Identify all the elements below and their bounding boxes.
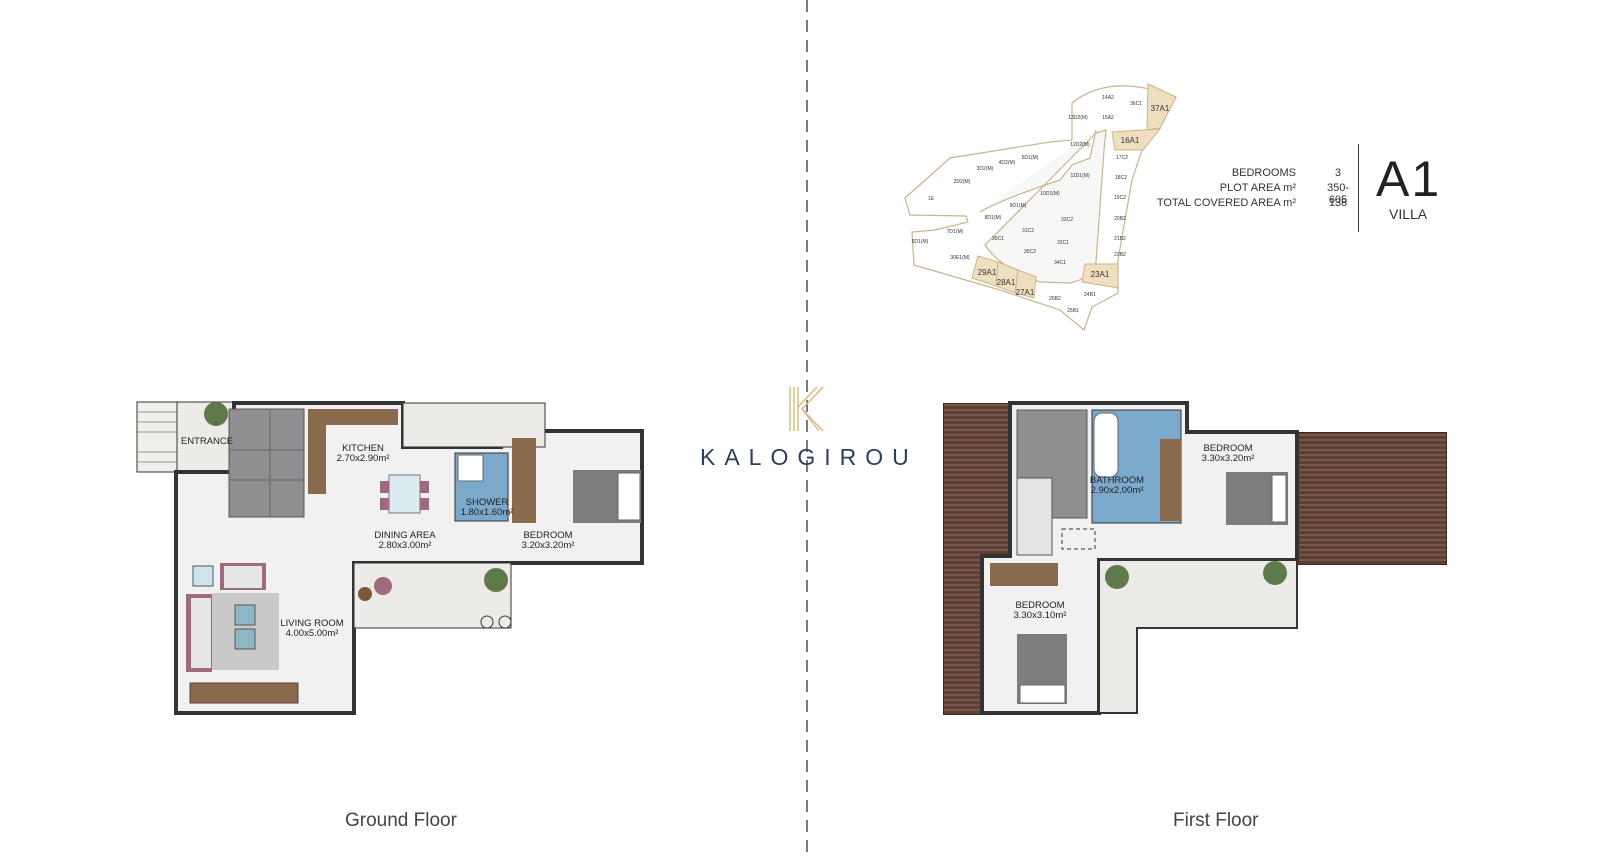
room-size-dining: 2.80x3.00m²: [379, 540, 432, 551]
bedroom-wardrobe: [990, 563, 1058, 586]
staircase: [228, 408, 305, 518]
plot-label: 15A2: [1102, 115, 1114, 121]
plot-label: 31C2: [1022, 228, 1034, 234]
room-size-living: 4.00x5.00m²: [286, 628, 339, 639]
room-label-entrance: ENTRANCE: [181, 436, 233, 447]
plot-label: 36C1: [1130, 101, 1142, 107]
plot-label: 35C2: [1024, 249, 1036, 255]
plot-label: 8D1(M): [985, 215, 1002, 221]
first-floor-title: First Floor: [1173, 810, 1259, 831]
plot-label: 26B2: [1049, 296, 1061, 302]
plot-label: 3D2(M): [977, 166, 994, 172]
room-size-shower: 1.80x1.60m²: [461, 507, 514, 518]
plot-label: 11D1(M): [1070, 173, 1089, 179]
plot-label: 4D2(M): [999, 160, 1016, 166]
plot-label: 21B2: [1114, 236, 1126, 242]
bedroom-wardrobe: [512, 438, 536, 523]
plant-icon: [1263, 561, 1287, 585]
brand-name: KALOGIROU: [700, 444, 918, 470]
plot-23A1: [1081, 263, 1119, 289]
side-terrace: [353, 562, 512, 629]
room-label-dining: DINING AREA: [374, 530, 436, 541]
kitchen-counter: [308, 409, 398, 425]
spec-label-bedrooms: BEDROOMS: [1231, 167, 1296, 179]
entrance-steps: [136, 401, 178, 473]
plot-label: 22B2: [1114, 252, 1126, 258]
plot-label: 24B1: [1084, 292, 1096, 298]
plot-label: 5D1(M): [1022, 155, 1039, 161]
plot-label: 19C2: [1114, 195, 1126, 201]
room-label-bathroom: BATHROOM: [1090, 475, 1144, 486]
plot-16A1: [1111, 128, 1162, 151]
kitchen-counter-side: [308, 409, 326, 494]
ground-floor-title: Ground Floor: [345, 810, 457, 831]
room-size-bathroom: 2.90x2.00m²: [1091, 485, 1144, 496]
room-label-living: LIVING ROOM: [280, 618, 343, 629]
first-floor-terrace: [1098, 559, 1298, 714]
spec-value-plot-area: 350-605: [1326, 182, 1350, 206]
spec-label-covered-area: TOTAL COVERED AREA m²: [1156, 197, 1296, 209]
plot-label: 34C1: [1054, 260, 1066, 266]
room-label-bedroom-1: BEDROOM: [1203, 443, 1252, 454]
plot-label: 28A1: [997, 278, 1016, 287]
shower-tray: [457, 454, 484, 482]
plot-label: 33C2: [1061, 217, 1073, 223]
spec-value-bedrooms: 3: [1334, 167, 1342, 179]
armchair-table: [192, 565, 214, 587]
villa-code: A1: [1376, 151, 1442, 207]
first-floor-plan: BATHROOM 2.90x2.00m² BEDROOM 3.30x3.20m²…: [980, 401, 1299, 715]
plot-label: 16A1: [1121, 136, 1140, 145]
plot-label: 14A2: [1102, 95, 1114, 101]
spec-label-plot-area: PLOT AREA m²: [1219, 182, 1296, 194]
plot-label: 29A1: [978, 268, 997, 277]
tv-unit: [189, 682, 299, 704]
plant-icon: [484, 568, 508, 592]
plant-icon: [1105, 565, 1129, 589]
plot-label: 27A1: [1016, 288, 1035, 297]
landing-void: [1061, 528, 1096, 550]
plot-label: 17C2: [1116, 155, 1128, 161]
plot-label: 18C2: [1115, 175, 1127, 181]
plot-label: 12D2(M): [1070, 142, 1090, 148]
plot-label: 30E1(M): [950, 255, 970, 261]
plot-label: 25B1: [1067, 308, 1079, 314]
plot-label: 20B2: [1114, 216, 1126, 222]
villa-type: VILLA: [1389, 206, 1428, 222]
plot-label: 32C1: [1057, 240, 1069, 246]
plot-27A1: [1014, 269, 1037, 299]
plot-label: 7D1(M): [947, 229, 964, 235]
plot-label: 1E: [928, 196, 935, 202]
plot-label: 13D2(M): [1068, 115, 1088, 121]
ground-floor-plan: ENTRANCE KITCHEN 2.70x2.90m² DINING AREA…: [136, 401, 644, 715]
coffee-table: [234, 604, 256, 626]
room-size-bedroom-2: 3.30x3.10m²: [1014, 610, 1067, 621]
deck-right: [1297, 432, 1447, 565]
plant-icon: [204, 402, 228, 426]
spec-value-covered-area: 138: [1328, 197, 1348, 209]
room-label-bedroom-2: BEDROOM: [1015, 600, 1064, 611]
dining-table: [388, 474, 421, 514]
bathtub: [1093, 412, 1119, 478]
room-size-bedroom: 3.20x3.20m²: [522, 540, 575, 551]
kalogirou-logo-icon: [789, 386, 824, 432]
plot-label: 23A1: [1091, 270, 1110, 279]
spec-divider: [1358, 144, 1359, 232]
room-size-kitchen: 2.70x2.90m²: [337, 453, 390, 464]
plot-label: 2D2(M): [954, 179, 971, 185]
room-label-shower: SHOWER: [466, 497, 509, 508]
plot-label: 10D1(M): [1040, 191, 1060, 197]
room-label-bedroom: BEDROOM: [523, 530, 572, 541]
room-size-bedroom-1: 3.30x3.20m²: [1202, 453, 1255, 464]
plot-label: 37A1: [1151, 104, 1170, 113]
plot-label: 6D1(M): [912, 239, 929, 245]
plot-label: 9D1(M): [1010, 203, 1027, 209]
plot-label: 30C1: [992, 236, 1004, 242]
plot-37A1: [1146, 83, 1177, 131]
room-label-kitchen: KITCHEN: [342, 443, 384, 454]
bedroom-wardrobe: [1160, 439, 1181, 521]
